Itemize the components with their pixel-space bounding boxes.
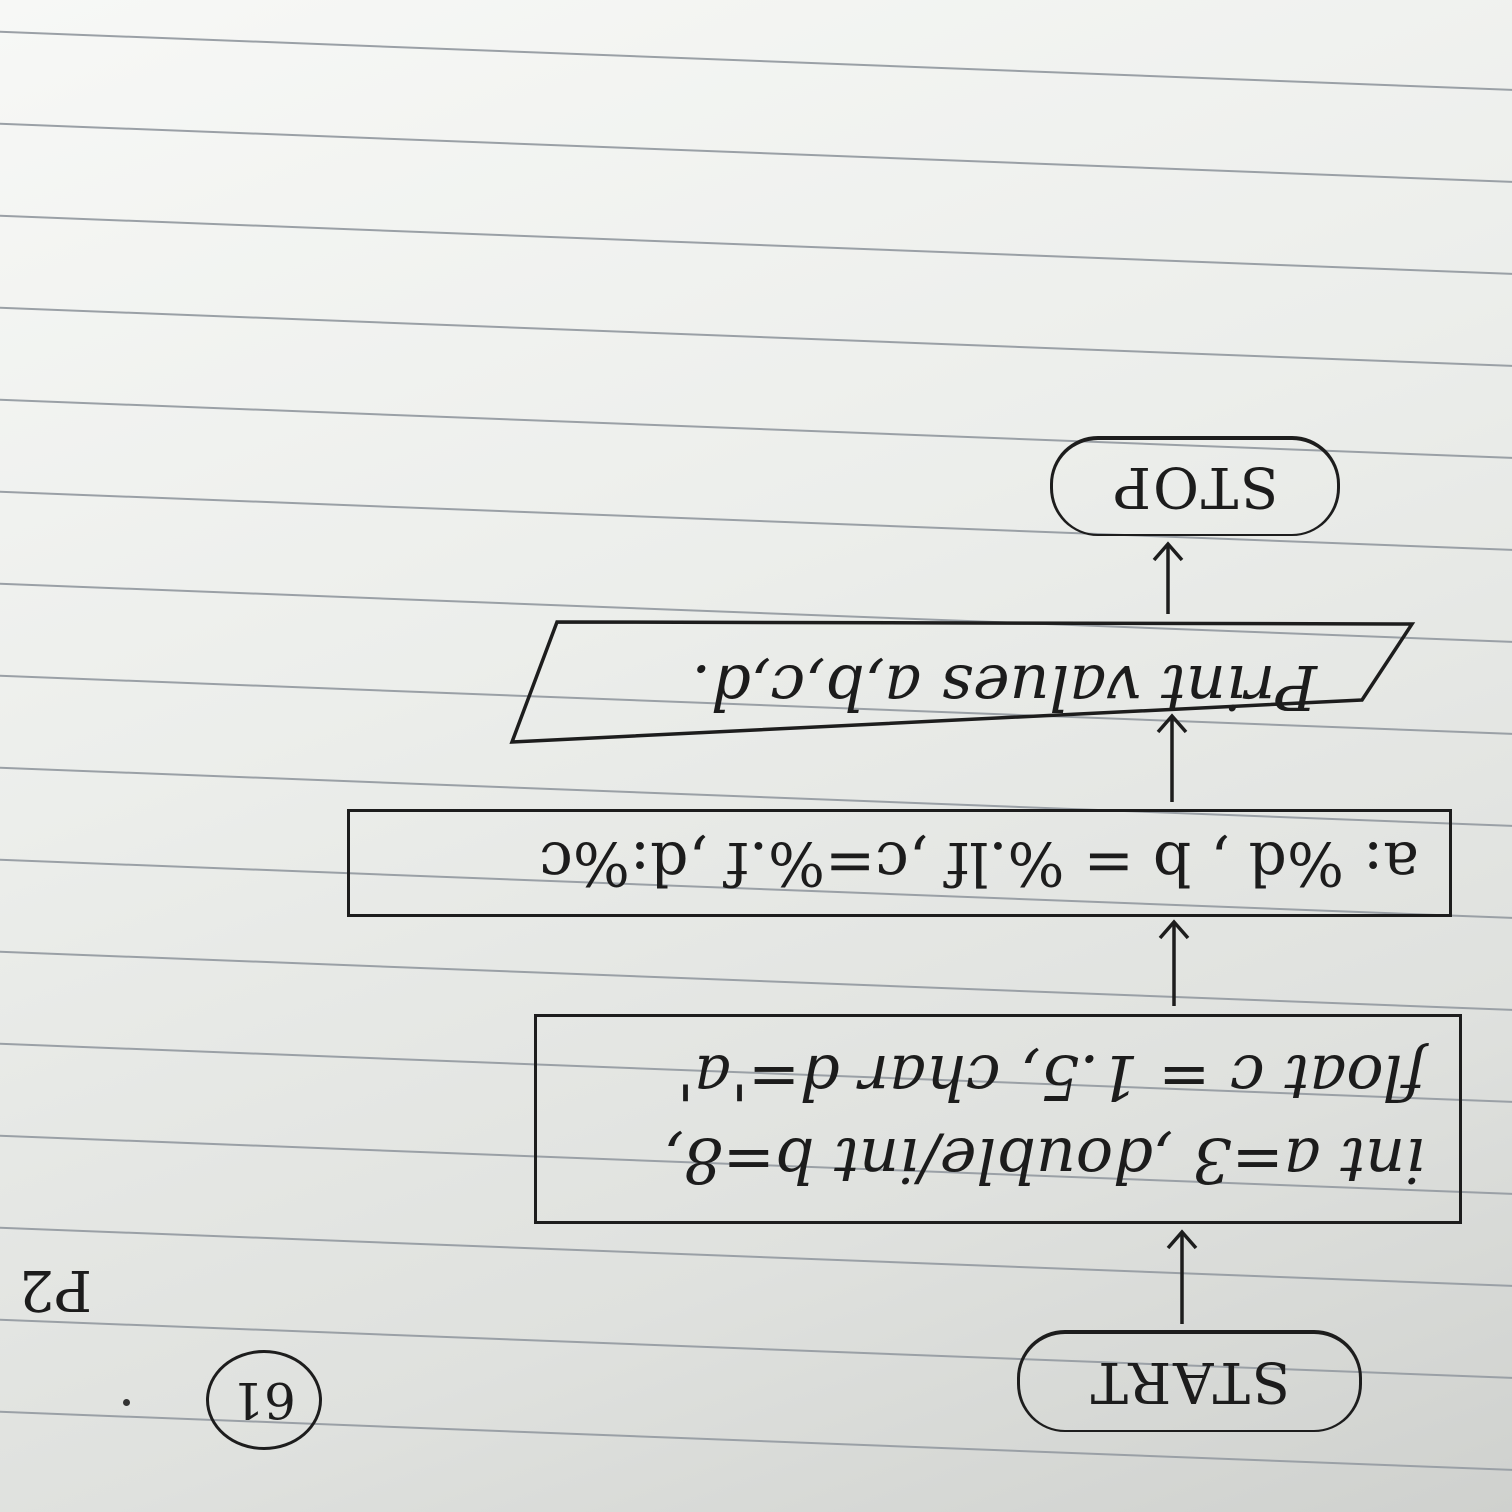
- arrow-declare-to-format: [1158, 919, 1190, 1006]
- stop-terminal: STOP: [1050, 436, 1340, 536]
- arrow-print-to-stop: [1152, 541, 1184, 614]
- arrow-format-to-print: [1156, 713, 1188, 802]
- print-label: Print values a,b,c,d.: [691, 651, 1317, 724]
- arrow-start-to-declare: [1166, 1229, 1198, 1324]
- stop-label: STOP: [1111, 454, 1279, 520]
